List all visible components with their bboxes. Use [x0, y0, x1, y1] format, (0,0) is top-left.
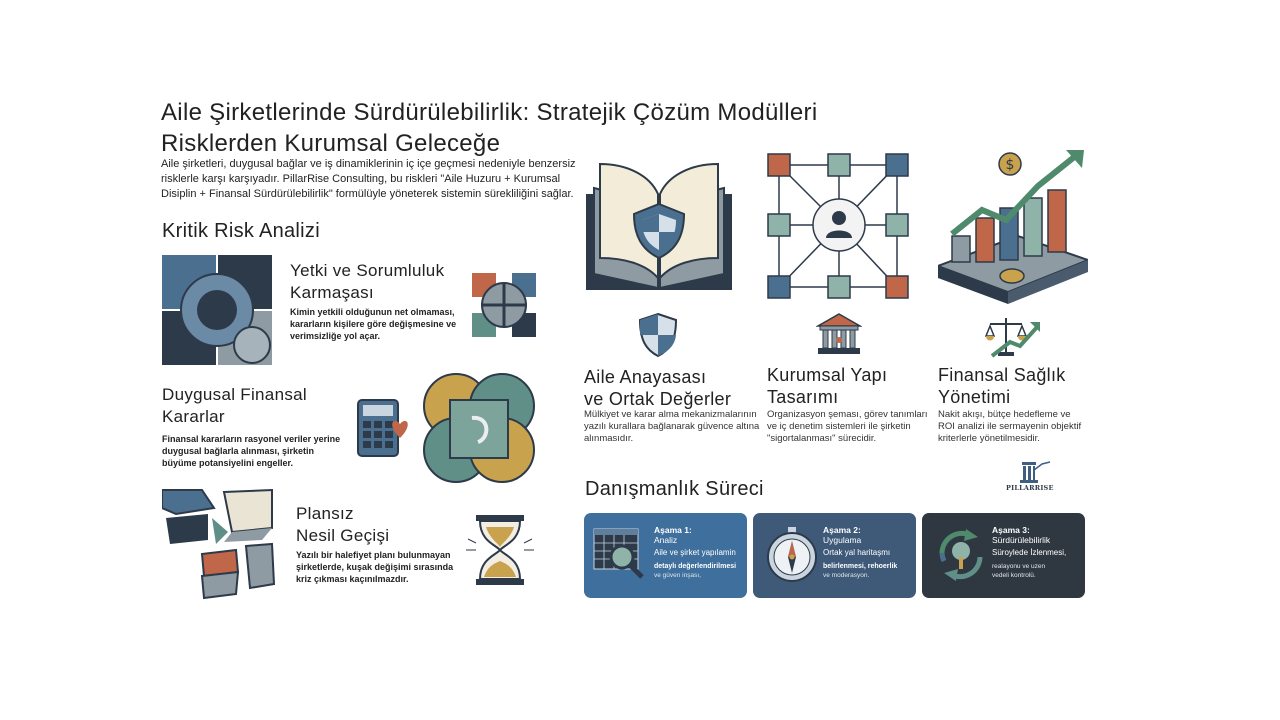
risk-1-title: Yetki ve Sorumluluk Karmaşası: [290, 260, 444, 304]
process-heading: Danışmanlık Süreci: [585, 478, 764, 500]
org-network-icon: [766, 152, 912, 302]
title-line-2: Risklerden Kurumsal Geleceğe: [161, 130, 501, 157]
card-1-line-3: ve güven inşası,: [654, 572, 701, 579]
risk-3-desc: Yazılı bir halefiyet planı bulunmayan şi…: [296, 550, 454, 584]
card-3-step: Aşama 3:: [992, 525, 1030, 535]
risk-1-title-line-1: Yetki ve Sorumluluk: [290, 261, 445, 280]
grid-puzzle-icon: [472, 273, 538, 339]
module-1-title-line-1: Aile Anayasası: [584, 367, 707, 387]
compass-icon: [765, 527, 819, 583]
module-2-title-line-2: Tasarımı: [767, 387, 839, 407]
title-line-1: Aile Şirketlerinde Sürdürülebilirlik: St…: [161, 99, 818, 126]
card-2-line-2: belirlenmesi, rehoerlik: [823, 562, 898, 570]
card-1-line-2: detaylı değerlendirilmesi: [654, 562, 737, 570]
risk-2-title: Duygusal Finansal Kararlar: [162, 384, 307, 428]
risk-2-title-line-2: Kararlar: [162, 407, 225, 426]
card-2-step: Aşama 2:: [823, 525, 861, 535]
logo-text: PILLARRISE: [1006, 484, 1054, 492]
module-3-title-line-2: Yönetimi: [938, 387, 1011, 407]
pillarrise-logo: PILLARRISE: [1006, 460, 1054, 492]
scale-growth-icon: [984, 314, 1042, 358]
intro-paragraph: Aile şirketleri, duygusal bağlar ve iş d…: [161, 158, 576, 200]
institution-building-icon: [816, 312, 862, 356]
risk-2-title-line-1: Duygusal Finansal: [162, 385, 307, 404]
card-3-line-2: realayonu ve uzen: [992, 562, 1046, 570]
process-card-implementation[interactable]: Aşama 2: Uygulama Ortak yal haritaşmı be…: [753, 513, 916, 598]
module-1-title-line-2: ve Ortak Değerler: [584, 389, 732, 409]
module-2-desc: Organizasyon şeması, görev tanımları ve …: [767, 409, 928, 444]
hourglass-icon: [466, 513, 534, 587]
module-3-title: Finansal Sağlık Yönetimi: [938, 364, 1066, 408]
cycle-tree-icon: [934, 527, 988, 583]
risk-3-title-line-1: Plansız: [296, 504, 354, 523]
module-1-title: Aile Anayasası ve Ortak Değerler: [584, 366, 731, 410]
process-card-analysis[interactable]: Aşama 1: Analiz Aile ve şirket yapılamin…: [584, 513, 747, 598]
card-3-line-3: vedeli kontrolü.: [992, 572, 1036, 579]
risk-1-desc: Kimin yetkili olduğunun net olmaması, ka…: [290, 307, 457, 341]
svg-text:$: $: [1006, 157, 1015, 173]
puzzle-illustration: [162, 255, 274, 367]
risk-3-title-line-2: Nesil Geçişi: [296, 526, 390, 545]
risk-heading: Kritik Risk Analizi: [162, 220, 320, 242]
risk-3-title: Plansız Nesil Geçişi: [296, 503, 389, 547]
risk-2-desc: Finansal kararların rasyonel veriler yer…: [162, 434, 341, 468]
module-1-desc: Mülkiyet ve karar alma mekanizmalarının …: [584, 409, 760, 444]
page-title: Aile Şirketlerinde Sürdürülebilirlik: St…: [161, 97, 817, 159]
shield-icon: [638, 312, 678, 358]
open-book-shield-icon: [584, 160, 734, 300]
coins-icon: [420, 372, 538, 484]
card-1-step: Aşama 1:: [654, 525, 692, 535]
card-2-name: Uygulama: [823, 534, 862, 545]
risk-1-title-line-2: Karmaşası: [290, 283, 374, 302]
card-2-line-1: Ortak yal haritaşmı: [823, 548, 891, 557]
process-card-sustainability[interactable]: Aşama 3: Sürdürülebilirlik Süroylede İzl…: [922, 513, 1085, 598]
broken-blocks-illustration: [162, 488, 276, 602]
module-3-title-line-1: Finansal Sağlık: [938, 365, 1066, 385]
module-2-title: Kurumsal Yapı Tasarımı: [767, 364, 887, 408]
growth-chart-icon: $: [938, 150, 1088, 306]
module-2-title-line-1: Kurumsal Yapı: [767, 365, 888, 385]
magnifier-grid-icon: [592, 527, 648, 583]
card-1-name: Analiz: [654, 534, 678, 545]
card-1-line-1: Aile ve şirket yapılamin: [654, 548, 736, 557]
module-3-desc: Nakit akışı, bütçe hedefleme ve ROI anal…: [938, 409, 1082, 444]
pillar-logo-icon: [1020, 461, 1051, 483]
card-3-line-1: Süroylede İzlenmesi,: [992, 548, 1067, 557]
calculator-heart-icon: [356, 398, 414, 458]
card-2-line-3: ve moderasyon.: [823, 572, 870, 579]
card-3-name: Sürdürülebilirlik: [992, 534, 1051, 545]
